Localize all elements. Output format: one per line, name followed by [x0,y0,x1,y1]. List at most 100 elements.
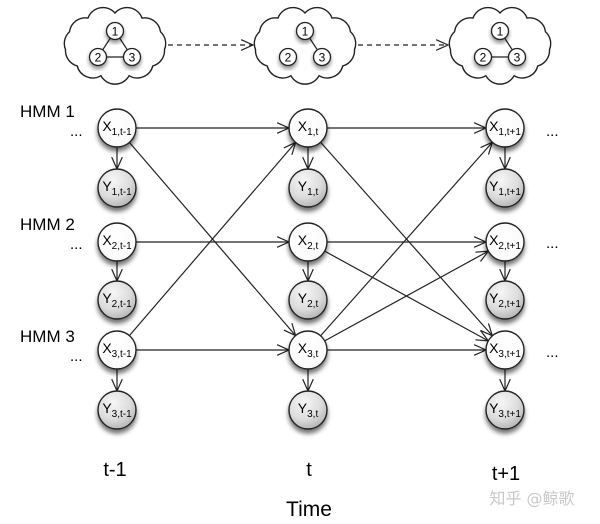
observed-node-y1-t+1-label: Y1,t+1 [489,178,521,198]
observed-node-y1-t+1-circle [485,168,525,208]
cloud-2-node-2 [278,47,298,67]
emission-x1-y1-t [302,147,314,171]
hidden-node-x3-t-1-circle [97,330,137,370]
cloud-3-node-3 [507,47,527,67]
trailing-ellipsis-row-3: ... [546,344,559,361]
observed-node-y2-t-1: Y2,t-1 [97,280,137,320]
observed-node-y1-t+1: Y1,t+1 [485,168,525,208]
hidden-node-x1-t-1-circle [97,108,137,148]
emission-x3-y3-t-1 [111,369,123,393]
observed-node-y2-t-1-circle [97,280,137,320]
cloud-transition-2-3 [358,39,450,51]
time-label-t: t [306,459,312,481]
cloud-3-outline [448,6,552,85]
cloud-1-node-3-label: 3 [129,51,136,65]
edge-x3-t-to-x1-t+1-line [320,141,493,337]
observed-node-y3-t+1: Y3,t+1 [485,390,525,430]
cloud-transition-1-2 [168,39,255,51]
hidden-node-x1-t-1-label: X1,t-1 [102,118,132,138]
watermark: 知乎 @鲸歌 [489,489,574,508]
hidden-node-x3-t-1: X3,t-1 [97,330,137,370]
hidden-node-x3-t: X3,t [288,330,328,370]
edge-x1-t-1-to-x1-t [136,122,291,134]
hidden-node-x2-t-circle [288,222,328,262]
trailing-ellipsis-row-1: ... [546,123,559,140]
hidden-node-x3-t+1-circle [485,330,525,370]
observed-node-y3-t+1-label: Y3,t+1 [489,400,521,420]
observed-node-y1-t: Y1,t [288,168,328,208]
observed-node-y1-t-label: Y1,t [298,178,319,198]
cloud-transition-1-2-head [240,39,255,51]
trailing-ellipsis-row-2: ... [546,235,559,252]
cloud-1-node-3 [122,47,142,67]
emission-x2-y2-t+1 [499,261,511,283]
emission-x1-y1-t-1 [111,147,123,171]
hidden-node-x2-t-1-label: X2,t-1 [102,232,132,252]
row-ellipsis-hmm-3: ... [70,348,83,365]
row-ellipsis-hmm-1: ... [70,123,83,140]
observed-node-y3-t-circle [288,390,328,430]
cloud-3-node-1-label: 1 [497,25,504,39]
cloud-3-node-3-label: 3 [514,51,521,65]
hidden-node-x1-t-label: X1,t [298,118,319,138]
hidden-node-x2-t: X2,t [288,222,328,262]
hidden-node-x3-t+1: X3,t+1 [485,330,525,370]
hidden-node-x1-t+1-label: X1,t+1 [489,118,521,138]
cloud-1-node-1 [105,21,125,41]
observed-node-y3-t: Y3,t [288,390,328,430]
emission-x3-y3-t [302,369,314,393]
emission-x1-y1-t+1 [499,147,511,171]
cloud-2-node-2-label: 2 [285,51,292,65]
cloud-1-outline [63,6,167,85]
observed-node-y1-t-1-circle [97,168,137,208]
hidden-node-x1-t-circle [288,108,328,148]
hidden-node-x1-t+1-circle [485,108,525,148]
observed-node-y2-t-label: Y2,t [298,290,319,310]
cloud-1-node-2 [88,47,108,67]
observed-node-y2-t+1-circle [485,280,525,320]
hidden-node-x2-t+1-label: X2,t+1 [489,232,521,252]
row-ellipsis-hmm-2: ... [70,236,83,253]
cloud-2-outline [253,6,357,85]
observed-node-y1-t-1-label: Y1,t-1 [102,178,132,198]
hidden-node-x1-t-1: X1,t-1 [97,108,137,148]
hidden-node-x2-t+1: X2,t+1 [485,222,525,262]
cloud-3-node-2 [473,47,493,67]
axis-label-time: Time [286,498,332,521]
observed-node-y3-t-1-label: Y3,t-1 [102,400,132,420]
observed-node-y2-t+1: Y2,t+1 [485,280,525,320]
hidden-node-x3-t+1-label: X3,t+1 [489,340,521,360]
hidden-node-x2-t+1-circle [485,222,525,262]
cloud-2-node-3-label: 3 [319,51,326,65]
observed-node-y1-t-1: Y1,t-1 [97,168,137,208]
hidden-node-x3-t-1-label: X3,t-1 [102,340,132,360]
time-label-t-plus-1: t+1 [492,463,520,485]
observed-node-y3-t+1-circle [485,390,525,430]
observed-node-y2-t-1-label: Y2,t-1 [102,290,132,310]
hidden-node-x2-t-1: X2,t-1 [97,222,137,262]
hidden-node-x2-t-label: X2,t [298,232,319,252]
cloud-1-node-2-label: 2 [95,51,102,65]
edge-x3-t-to-x2-t+1-line [324,250,489,342]
observed-node-y3-t-1-circle [97,390,137,430]
observed-node-y1-t-circle [288,168,328,208]
edge-x3-t-1-to-x1-t-line [128,142,297,336]
cloud-transition-2-3-head [435,39,450,51]
cloud-1-node-1-label: 1 [112,25,119,39]
node-layer: X1,t-1Y1,t-1X2,t-1Y2,t-1X3,t-1Y3,t-1 X1,t… [97,108,525,430]
emission-x2-y2-t [302,261,314,283]
cloud-3-node-1 [490,21,510,41]
observed-node-y2-t: Y2,t [288,280,328,320]
hidden-node-x1-t: X1,t [288,108,328,148]
hidden-node-x2-t-1-circle [97,222,137,262]
hidden-node-x1-t+1: X1,t+1 [485,108,525,148]
cloud-2-node-3 [312,47,332,67]
cloud-3: 12 3 [448,6,552,85]
cloud-3-node-2-label: 2 [480,51,487,65]
cloud-2-node-1-label: 1 [302,25,309,39]
edge-x3-t-1-to-x3-t [136,344,291,356]
cloud-2-node-1 [295,21,315,41]
observed-node-y2-t-circle [288,280,328,320]
